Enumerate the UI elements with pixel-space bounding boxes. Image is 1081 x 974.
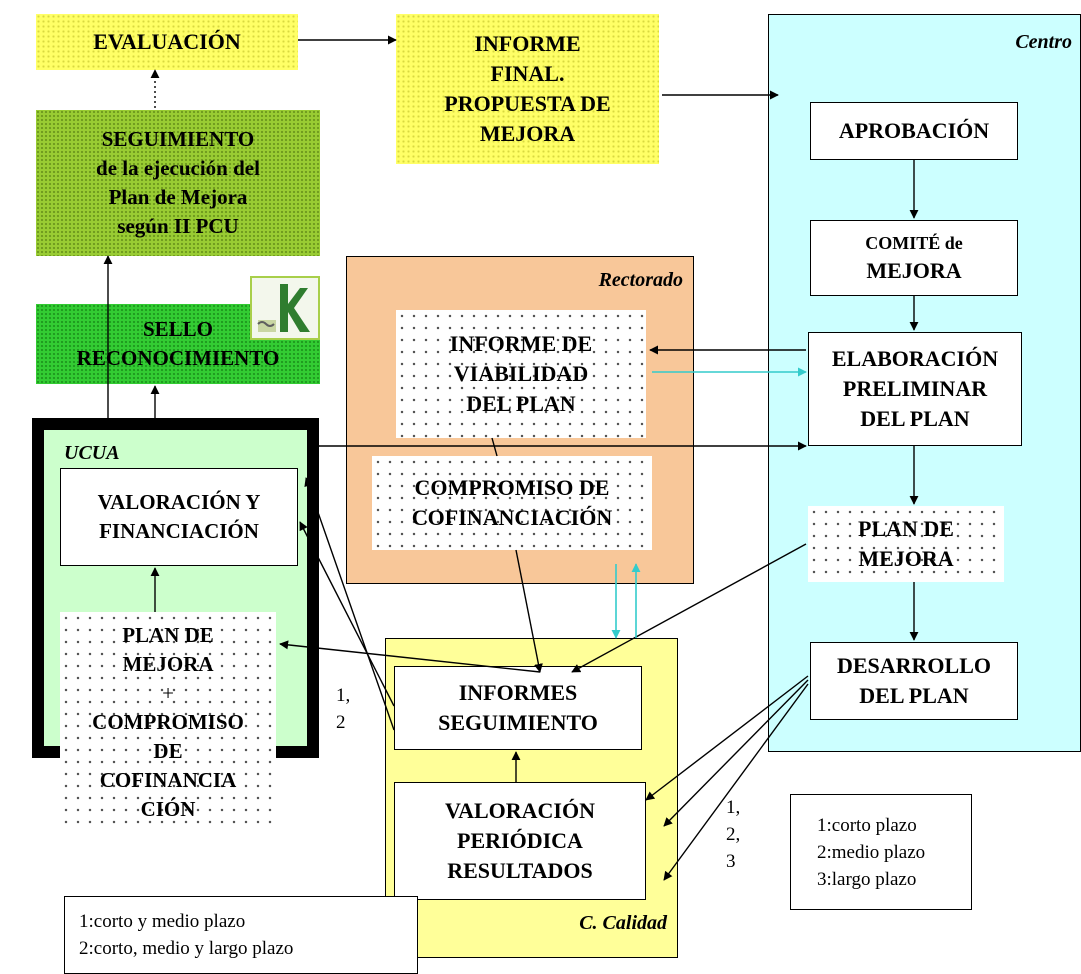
seguimiento-box: SEGUIMIENTO de la ejecución del Plan de … — [36, 110, 320, 256]
informe-final-line-4: MEJORA — [479, 121, 576, 146]
valoracion-periodica-box: VALORACIÓN PERIÓDICA RESULTADOS — [394, 782, 646, 900]
ucua-plazos-legend-line-1: 1:corto y medio plazo — [79, 911, 246, 932]
rectorado-label: Rectorado — [598, 269, 683, 291]
ucua-plazos-legend-line-2: 2:corto, medio y largo plazo — [79, 938, 294, 959]
comite-line-1: COMITÉ de — [865, 233, 963, 253]
valoracion-periodica-line-2: PERIÓDICA — [457, 828, 583, 853]
plan-compromiso-line-7: CIÓN — [140, 796, 196, 821]
informes-seguimiento-box: INFORMES SEGUIMIENTO — [394, 666, 642, 750]
arrow-calidad-to-valoracion-fin-2 — [304, 477, 395, 731]
elaboracion-line-3: DEL PLAN — [860, 406, 970, 431]
plan-compromiso-line-4: COMPROMISO — [92, 709, 244, 734]
informe-viabilidad-line-1: INFORME DE — [449, 331, 593, 356]
ucua-link-number-1: 1, — [336, 685, 351, 706]
informe-final-box: INFORME FINAL. PROPUESTA DE MEJORA — [396, 14, 659, 164]
comite-line-2: MEJORA — [866, 258, 962, 283]
valoracion-financiacion-line-1: VALORACIÓN Y — [97, 490, 261, 514]
valoracion-financiacion-box: VALORACIÓN Y FINANCIACIÓN — [60, 468, 298, 566]
plan-compromiso-line-3: + — [162, 680, 174, 705]
plazos-legend-line-1: 1:corto plazo — [817, 814, 917, 836]
plan-mejora-centro-line-2: MEJORA — [858, 546, 954, 571]
evaluacion-text: EVALUACIÓN — [93, 29, 241, 54]
compromiso-cofin-box: COMPROMISO DE COFINANCIACIÓN — [372, 456, 652, 550]
informe-final-line-2: FINAL. — [490, 61, 565, 86]
valoracion-financiacion-line-2: FINANCIACIÓN — [99, 519, 259, 543]
plan-compromiso-line-6: COFINANCIA — [99, 767, 237, 792]
informe-viabilidad-line-2: VIABILIDAD — [453, 361, 589, 386]
informe-viabilidad-line-3: DEL PLAN — [466, 391, 576, 416]
arrow-plan-to-calidad — [571, 543, 807, 673]
seguimiento-line-2: de la ejecución del — [96, 156, 260, 180]
plan-compromiso-box: PLAN DE MEJORA + COMPROMISO DE COFINANCI… — [60, 612, 276, 832]
ucua-label: UCUA — [64, 442, 120, 464]
comite-box: COMITÉ de MEJORA — [810, 220, 1018, 296]
sello-box: SELLO RECONOCIMIENTO — [36, 304, 320, 384]
valoracion-periodica-line-1: VALORACIÓN — [445, 798, 595, 823]
desarrollo-line-2: DEL PLAN — [859, 683, 969, 708]
arrow-desarrollo-to-valoracion-2 — [663, 679, 809, 827]
informe-final-line-1: INFORME — [474, 31, 581, 56]
aprobacion-text: APROBACIÓN — [838, 118, 990, 143]
seguimiento-line-3: Plan de Mejora — [108, 185, 248, 209]
desarrollo-link-numbers: 1, 2, 3 — [726, 794, 756, 884]
ucua-logo-icon — [250, 276, 320, 340]
arrow-desarrollo-to-valoracion-3 — [663, 683, 809, 881]
plan-compromiso-line-5: DE — [153, 738, 183, 763]
plan-compromiso-line-2: MEJORA — [122, 651, 214, 676]
elaboracion-line-2: PRELIMINAR — [842, 376, 988, 401]
plan-compromiso-line-1: PLAN DE — [122, 622, 214, 647]
calidad-label: C. Calidad — [579, 912, 667, 934]
desarrollo-box: DESARROLLO DEL PLAN — [810, 642, 1018, 720]
arrow-calidad-to-valoracion-fin-1 — [299, 521, 395, 707]
informe-final-line-3: PROPUESTA DE — [444, 91, 611, 116]
arrow-desarrollo-to-valoracion-1 — [645, 675, 809, 801]
sello-line-1: SELLO — [142, 317, 214, 341]
seguimiento-line-4: según II PCU — [117, 214, 239, 238]
plazos-legend: 1:corto plazo 2:medio plazo 3:largo plaz… — [790, 794, 972, 910]
informe-viabilidad-box: INFORME DE VIABILIDAD DEL PLAN — [396, 310, 646, 438]
plazos-legend-line-2: 2:medio plazo — [817, 841, 926, 863]
arrow-viabilidad-to-cofin — [491, 437, 498, 457]
ucua-link-numbers: 1, 2 — [336, 682, 364, 742]
arrow-calidad-to-plan-compromiso — [279, 640, 541, 673]
desarrollo-link-number-1: 1, — [726, 797, 741, 818]
seguimiento-line-1: SEGUIMIENTO — [101, 127, 255, 151]
plan-mejora-centro-box: PLAN DE MEJORA — [808, 506, 1004, 582]
desarrollo-link-number-2: 2, — [726, 824, 741, 845]
informes-seguimiento-line-1: INFORMES — [458, 680, 578, 705]
compromiso-cofin-line-1: COMPROMISO DE — [414, 475, 610, 500]
aprobacion-box: APROBACIÓN — [810, 102, 1018, 160]
valoracion-periodica-line-3: RESULTADOS — [447, 858, 593, 883]
plan-mejora-centro-line-1: PLAN DE — [858, 516, 954, 541]
compromiso-cofin-line-2: COFINANCIACIÓN — [411, 505, 613, 530]
ucua-link-number-2: 2 — [336, 712, 346, 733]
elaboracion-line-1: ELABORACIÓN — [831, 346, 999, 371]
centro-label: Centro — [1015, 31, 1072, 53]
arrow-cofin-to-calidad — [515, 549, 543, 673]
sello-line-2: RECONOCIMIENTO — [76, 346, 280, 370]
desarrollo-link-number-3: 3 — [726, 851, 736, 872]
plazos-legend-line-3: 3:largo plazo — [817, 868, 917, 890]
elaboracion-box: ELABORACIÓN PRELIMINAR DEL PLAN — [808, 332, 1022, 446]
evaluacion-box: EVALUACIÓN — [36, 14, 298, 70]
desarrollo-line-1: DESARROLLO — [836, 653, 992, 678]
informes-seguimiento-line-2: SEGUIMIENTO — [438, 710, 598, 735]
